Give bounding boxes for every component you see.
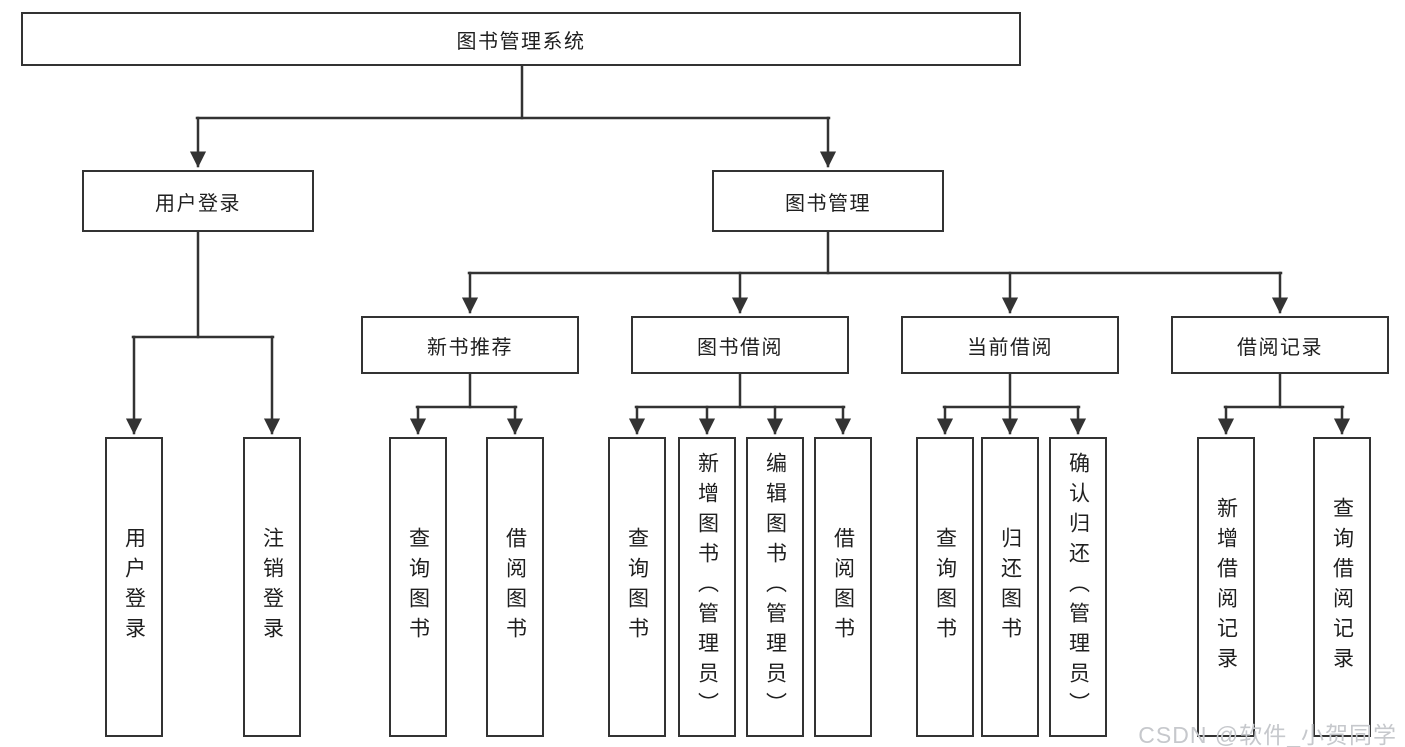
- watermark: CSDN @软件_小贺同学: [1138, 722, 1397, 747]
- node-label: 查询图书: [625, 527, 649, 647]
- node-label: 图书借阅: [697, 336, 783, 359]
- node-label: 新书推荐: [427, 336, 513, 359]
- node-label: 编辑图书（管理员）: [763, 452, 787, 722]
- node-leaf-query-books-current: 查询图书: [916, 437, 974, 737]
- node-book-borrowing: 图书借阅: [631, 316, 849, 374]
- node-label: 图书管理系统: [456, 30, 586, 53]
- node-borrow-records: 借阅记录: [1171, 316, 1389, 374]
- node-label: 借阅图书: [831, 527, 855, 647]
- node-label: 查询图书: [933, 527, 957, 647]
- node-leaf-query-books-borrowing: 查询图书: [608, 437, 666, 737]
- node-label: 新增借阅记录: [1214, 497, 1238, 677]
- node-label: 查询图书: [406, 527, 430, 647]
- node-leaf-user-login: 用户登录: [105, 437, 163, 737]
- node-leaf-borrow-books-recommend: 借阅图书: [486, 437, 544, 737]
- node-label: 确认归还（管理员）: [1066, 452, 1090, 722]
- node-leaf-confirm-return-admin: 确认归还（管理员）: [1049, 437, 1107, 737]
- node-leaf-query-books-recommend: 查询图书: [389, 437, 447, 737]
- node-label: 新增图书（管理员）: [695, 452, 719, 722]
- node-leaf-return-books: 归还图书: [981, 437, 1039, 737]
- node-leaf-borrow-books: 借阅图书: [814, 437, 872, 737]
- node-leaf-edit-books-admin: 编辑图书（管理员）: [746, 437, 804, 737]
- node-root-library-management-system: 图书管理系统: [21, 12, 1021, 66]
- node-label: 注销登录: [260, 527, 284, 647]
- node-leaf-query-borrow-record: 查询借阅记录: [1313, 437, 1371, 737]
- node-label: 归还图书: [998, 527, 1022, 647]
- node-label: 借阅记录: [1237, 336, 1323, 359]
- node-current-borrowing: 当前借阅: [901, 316, 1119, 374]
- node-label: 用户登录: [122, 527, 146, 647]
- node-label: 用户登录: [155, 192, 241, 215]
- node-user-login-group: 用户登录: [82, 170, 314, 232]
- node-new-book-recommend: 新书推荐: [361, 316, 579, 374]
- node-label: 借阅图书: [503, 527, 527, 647]
- node-label: 当前借阅: [967, 336, 1053, 359]
- node-book-management: 图书管理: [712, 170, 944, 232]
- node-leaf-logout-login: 注销登录: [243, 437, 301, 737]
- node-leaf-add-books-admin: 新增图书（管理员）: [678, 437, 736, 737]
- node-label: 查询借阅记录: [1330, 497, 1354, 677]
- node-label: 图书管理: [785, 192, 871, 215]
- node-leaf-add-borrow-record: 新增借阅记录: [1197, 437, 1255, 737]
